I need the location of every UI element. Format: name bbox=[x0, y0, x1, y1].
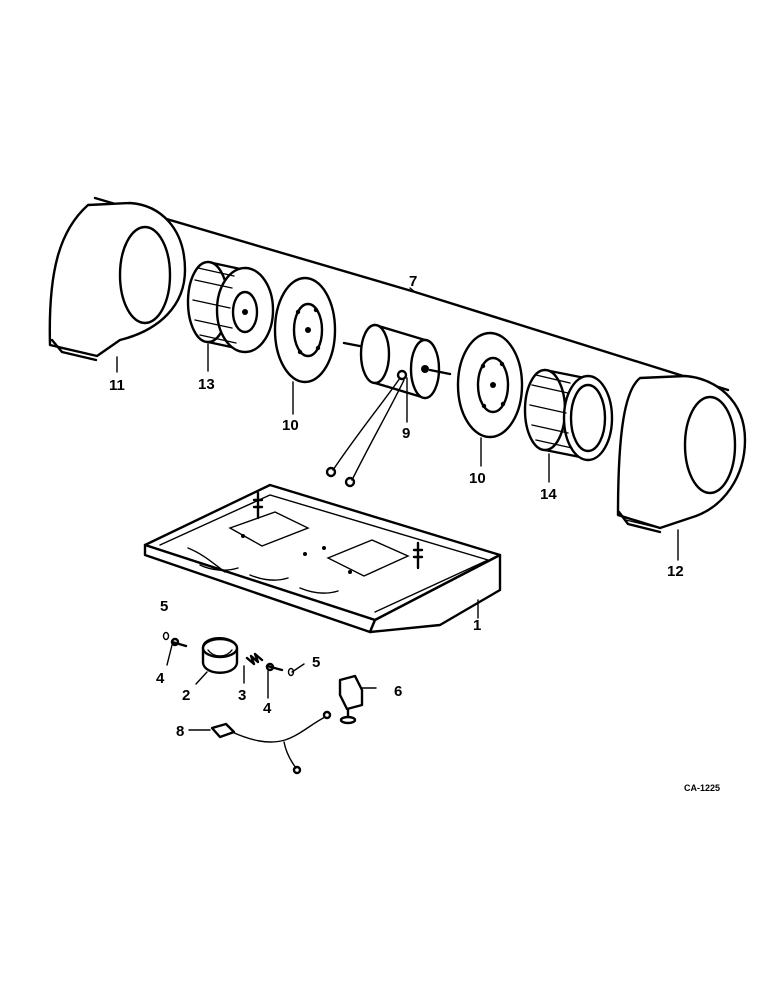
blower-wheel-right bbox=[523, 368, 614, 462]
callout-labels: 1 2 3 4 4 5 5 6 7 8 9 10 10 11 12 13 14 bbox=[109, 273, 684, 740]
callout-9: 9 bbox=[402, 425, 410, 442]
callout-11: 11 bbox=[109, 377, 125, 394]
blower-wheel-left bbox=[186, 260, 275, 354]
drawing-code: CA-1225 bbox=[684, 783, 720, 793]
pin-right bbox=[265, 662, 284, 672]
spring bbox=[245, 652, 264, 666]
switch-knob bbox=[201, 637, 239, 674]
pin-left bbox=[170, 637, 188, 648]
mounting-plate-left bbox=[273, 276, 337, 384]
callout-10b: 10 bbox=[469, 470, 486, 487]
mounting-tray bbox=[143, 483, 502, 634]
callout-1: 1 bbox=[473, 617, 481, 634]
callout-8: 8 bbox=[176, 723, 184, 740]
wiring-harness bbox=[210, 710, 332, 775]
washer-right bbox=[287, 667, 295, 677]
callout-7: 7 bbox=[409, 273, 417, 290]
callout-5a: 5 bbox=[160, 598, 168, 615]
callout-13: 13 bbox=[198, 376, 215, 393]
blower-housing-right bbox=[616, 374, 747, 534]
blower-switch bbox=[338, 674, 364, 725]
mounting-plate-right bbox=[456, 331, 524, 439]
callout-10a: 10 bbox=[282, 417, 299, 434]
callout-2: 2 bbox=[182, 687, 190, 704]
leader-lines bbox=[116, 287, 679, 731]
callout-6: 6 bbox=[394, 683, 402, 700]
callout-4a: 4 bbox=[156, 670, 165, 687]
blower-housing-left bbox=[48, 201, 187, 362]
callout-3: 3 bbox=[238, 687, 246, 704]
blower-motor bbox=[325, 323, 452, 488]
callout-14: 14 bbox=[540, 486, 557, 503]
callout-4b: 4 bbox=[263, 700, 272, 717]
washer-left bbox=[162, 631, 170, 641]
callout-5b: 5 bbox=[312, 654, 320, 671]
callout-12: 12 bbox=[667, 563, 684, 580]
